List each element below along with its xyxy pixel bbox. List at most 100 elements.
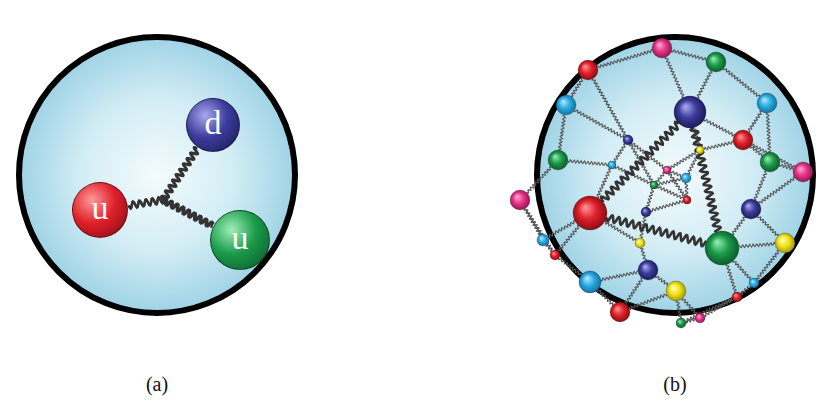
quark-ball: [681, 173, 691, 183]
gluon-line: [733, 261, 751, 281]
gluon-line: [726, 264, 736, 292]
quark-ball: [674, 96, 706, 128]
gluon-line: [625, 278, 642, 304]
gluon-line: [527, 167, 552, 193]
quark-circle: d: [186, 98, 240, 152]
gluon-line: [766, 113, 771, 152]
quark-ball: [638, 260, 658, 280]
gluon-line: [559, 258, 582, 276]
quark-ball: [641, 207, 651, 217]
panel-label: (b): [535, 372, 815, 396]
gluon-spring: [129, 197, 214, 226]
gluon-line: [682, 298, 697, 314]
quark-ball: [578, 60, 598, 80]
quark-ball: [666, 281, 686, 301]
gluon-line: [656, 173, 664, 182]
gluon-line: [749, 111, 762, 132]
quark-flavour: u: [92, 191, 109, 225]
gluon-line: [525, 208, 553, 251]
gluon-line: [575, 110, 624, 138]
quark-circle: u: [210, 210, 270, 270]
gluon-line: [704, 119, 735, 135]
gluon-spring: [161, 148, 212, 228]
gluon-line: [704, 299, 733, 316]
quark-ball: [793, 162, 813, 182]
gluon-line: [571, 78, 583, 96]
quark-ball: [749, 278, 759, 288]
gluon-line: [656, 276, 668, 286]
quark-ball: [706, 52, 726, 72]
gluon-line: [558, 115, 565, 150]
proton-outline: [537, 37, 813, 313]
quark-circle: u: [72, 182, 128, 238]
quark-ball: [635, 238, 645, 248]
quark-ball: [741, 199, 761, 219]
quark-ball: [548, 150, 568, 170]
gluon-line: [739, 242, 775, 247]
gluon-line: [606, 216, 706, 247]
quark-ball: [550, 250, 560, 260]
gluon-line: [614, 144, 625, 162]
quark-ball: [608, 161, 616, 169]
gluon-line: [658, 178, 681, 186]
quark-ball: [733, 130, 753, 150]
quark-ball: [696, 146, 704, 154]
quark-ball: [760, 152, 780, 172]
gluon-line: [691, 128, 721, 233]
quark-ball: [579, 271, 601, 293]
quark-ball: [556, 95, 576, 115]
gluon-line: [629, 294, 667, 309]
gluon-line: [697, 70, 712, 98]
gluon-line: [756, 251, 779, 279]
gluon-line: [685, 183, 688, 196]
gluon-line: [651, 200, 683, 212]
quark-ball: [537, 234, 549, 246]
gluon-line: [557, 226, 579, 251]
quark-ball: [683, 196, 691, 204]
gluon-line: [568, 160, 608, 166]
panel-label: (a): [17, 372, 297, 396]
quark-ball: [676, 318, 686, 328]
proton-circle: (a)udu: [17, 35, 297, 315]
gluon-line: [601, 122, 679, 202]
quark-ball: [652, 38, 672, 58]
quark-ball: [573, 196, 607, 230]
gluon-line: [665, 57, 684, 97]
gluon-line: [592, 79, 627, 135]
gluon-line: [759, 177, 795, 203]
gluon-line: [724, 68, 760, 96]
quark-ball: [705, 231, 739, 265]
gluon-line: [546, 245, 551, 252]
gluon-line: [658, 186, 683, 198]
gluon-line: [597, 50, 652, 68]
gluon-line: [640, 248, 646, 260]
quark-ball: [775, 233, 795, 253]
gluon-line: [597, 290, 613, 306]
gluon-line: [741, 287, 751, 295]
gluon-line: [671, 151, 697, 169]
gluon-line: [646, 189, 653, 207]
gluon-line: [676, 301, 681, 318]
quark-ball: [732, 292, 742, 302]
quark-ball: [650, 181, 658, 189]
quark-ball: [663, 166, 671, 174]
gluon-line: [704, 141, 733, 150]
quark-flavour: d: [205, 106, 222, 140]
quark-ball: [610, 302, 630, 322]
gluon-line: [671, 171, 681, 177]
quark-ball: [623, 135, 633, 145]
gluon-line: [672, 50, 706, 61]
quark-ball: [757, 93, 777, 113]
proton-circle: (b): [535, 35, 815, 315]
quark-ball: [695, 313, 705, 323]
gluon-line: [758, 216, 779, 236]
quark-flavour: u: [232, 221, 249, 255]
gluon-line: [732, 217, 746, 234]
quark-ball: [510, 190, 530, 210]
gluon-line: [601, 271, 638, 281]
quark-sea: [510, 38, 813, 328]
gluon-line: [686, 298, 732, 322]
proton-outline: [19, 37, 295, 313]
gluon-line: [754, 171, 766, 200]
